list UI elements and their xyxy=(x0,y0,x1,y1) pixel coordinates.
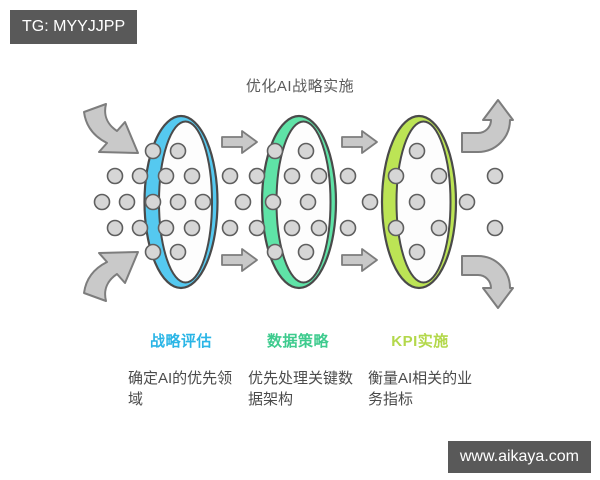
flow-dot xyxy=(183,219,201,237)
inflow-arrow-top-icon xyxy=(83,103,139,154)
flow-dot xyxy=(297,243,315,261)
flow-dot xyxy=(248,167,266,185)
flow-dot xyxy=(283,219,301,237)
flow-dot xyxy=(408,193,426,211)
inflow-arrow-bottom-icon xyxy=(83,251,139,302)
flow-dot xyxy=(339,167,357,185)
page-title: 优化AI战略实施 xyxy=(245,78,355,95)
flow-dot xyxy=(169,142,187,160)
flow-arrow-icon xyxy=(221,130,258,154)
flow-dot xyxy=(144,142,162,160)
flow-dot xyxy=(486,219,504,237)
flow-dot xyxy=(234,193,252,211)
stage-label-1: 战略评估 xyxy=(149,333,212,350)
flow-dot xyxy=(266,142,284,160)
flow-dot xyxy=(430,219,448,237)
flow-dot xyxy=(157,167,175,185)
flow-dot xyxy=(131,219,149,237)
flow-dot xyxy=(486,167,504,185)
stage-label-2: 数据策略 xyxy=(266,333,329,350)
flow-arrow-icon xyxy=(341,130,378,154)
flow-dot xyxy=(458,193,476,211)
flow-dot xyxy=(430,167,448,185)
flow-dot xyxy=(310,219,328,237)
flow-dot xyxy=(157,219,175,237)
watermark-top-left: TG: MYYJJPP xyxy=(10,10,138,44)
flow-dot xyxy=(361,193,379,211)
flow-dot xyxy=(266,243,284,261)
stage-description-2: 优先处理关键数据架构 xyxy=(248,370,354,408)
stage-description-1: 确定AI的优先领域 xyxy=(128,370,233,408)
flow-dots xyxy=(93,142,504,261)
flow-dot xyxy=(131,167,149,185)
flow-dot xyxy=(299,193,317,211)
flow-dot xyxy=(283,167,301,185)
flow-arrow-icon xyxy=(221,248,258,272)
flow-dot xyxy=(264,193,282,211)
flow-dot xyxy=(194,193,212,211)
flow-dot xyxy=(387,167,405,185)
outflow-arrow-top-icon xyxy=(461,99,514,153)
flow-dot xyxy=(408,243,426,261)
watermark-bottom-right: www.aikaya.com xyxy=(447,441,591,473)
flow-dot xyxy=(106,219,124,237)
flow-dot xyxy=(93,193,111,211)
flow-dot xyxy=(169,193,187,211)
flow-dot xyxy=(144,193,162,211)
stage-label-3: KPI实施 xyxy=(391,333,449,350)
flow-dot xyxy=(221,219,239,237)
flow-dot xyxy=(169,243,187,261)
flow-dot xyxy=(221,167,239,185)
outflow-arrow-bottom-icon xyxy=(461,255,514,309)
flow-dot xyxy=(183,167,201,185)
flow-dot xyxy=(144,243,162,261)
flow-dot xyxy=(339,219,357,237)
flow-dot xyxy=(118,193,136,211)
flow-dot xyxy=(248,219,266,237)
flow-dot xyxy=(297,142,315,160)
flow-dot xyxy=(310,167,328,185)
flow-dot xyxy=(106,167,124,185)
flow-dot xyxy=(408,142,426,160)
flow-arrow-icon xyxy=(341,248,378,272)
flow-dot xyxy=(387,219,405,237)
stage-description-3: 衡量AI相关的业务指标 xyxy=(368,370,473,408)
